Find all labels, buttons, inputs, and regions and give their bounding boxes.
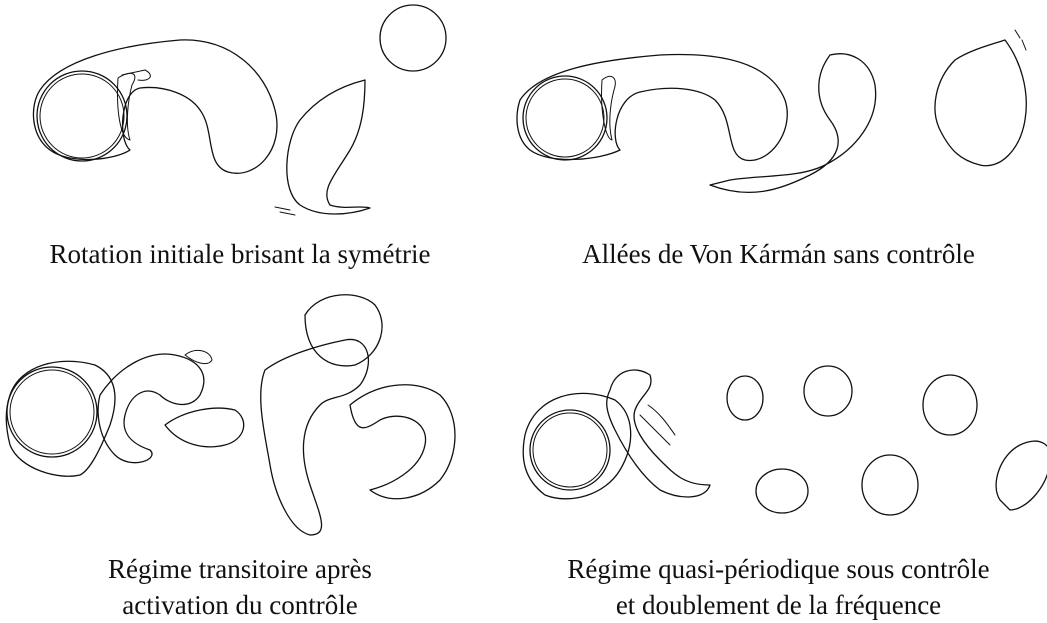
caption-quasi-periodic: Régime quasi-périodique sous contrôle et… [510,551,1047,623]
vortex-drawing-von-karman [510,0,1047,225]
cylinder-outline [526,79,604,157]
shear-layer-vortex [517,55,787,161]
wrap-vortex [523,393,630,498]
caption-line: Régime transitoire après [0,551,480,587]
caption-line: activation du contrôle [0,587,480,623]
small-lobe-filament [185,350,212,363]
caption-line: Allées de Von Kármán sans contrôle [510,236,1047,272]
shed-vortex-3 [923,375,977,435]
panel-quasi-periodic: Régime quasi-périodique sous contrôle et… [510,285,1047,620]
caption-initial-rotation: Rotation initiale brisant la symétrie [0,236,480,272]
caption-transient-regime: Régime transitoire après activation du c… [0,551,480,623]
large-hook-head [305,295,382,366]
inner-shear-layer [602,76,616,140]
cylinder [37,71,127,161]
shed-vortex [287,80,370,214]
caption-line: Régime quasi-périodique sous contrôle [510,551,1047,587]
panel-von-karman: Allées de Von Kármán sans contrôle [510,0,1047,225]
caption-line: et doublement de la fréquence [510,587,1047,623]
shed-vortex-4 [756,469,808,513]
vortex-drawing-transient [0,285,523,535]
cylinder-outline [40,74,124,158]
caption-line: Rotation initiale brisant la symétrie [0,236,480,272]
inner-shear-layer-2 [122,70,150,80]
isolated-vortex [380,5,446,71]
shed-vortex-filament [275,207,295,215]
inner-filament [640,405,675,445]
shed-vortex [710,54,876,193]
large-hook-vortex [261,339,369,535]
vortex-drawing-initial-rotation [0,0,523,225]
shed-vortex-6 [996,441,1047,510]
shed-vortex-5 [862,455,918,515]
right-hook-vortex [350,385,455,499]
edge-filament [1015,30,1026,50]
panel-transient-regime: Régime transitoire après activation du c… [0,285,523,620]
cylinder-outline [10,370,94,454]
shear-layer-vortex [33,40,277,173]
small-lobe-vortex [165,408,244,447]
cylinder-outline [533,413,607,487]
edge-vortex [935,40,1026,166]
cylinder [523,76,607,160]
panel-initial-rotation: Rotation initiale brisant la symétrie [0,0,523,225]
shed-vortex-2 [804,366,852,416]
shed-vortex-1 [727,376,763,420]
cylinder [7,367,97,457]
caption-von-karman: Allées de Von Kármán sans contrôle [510,236,1047,272]
cylinder [530,410,610,490]
vortex-drawing-quasi-periodic [510,285,1047,535]
